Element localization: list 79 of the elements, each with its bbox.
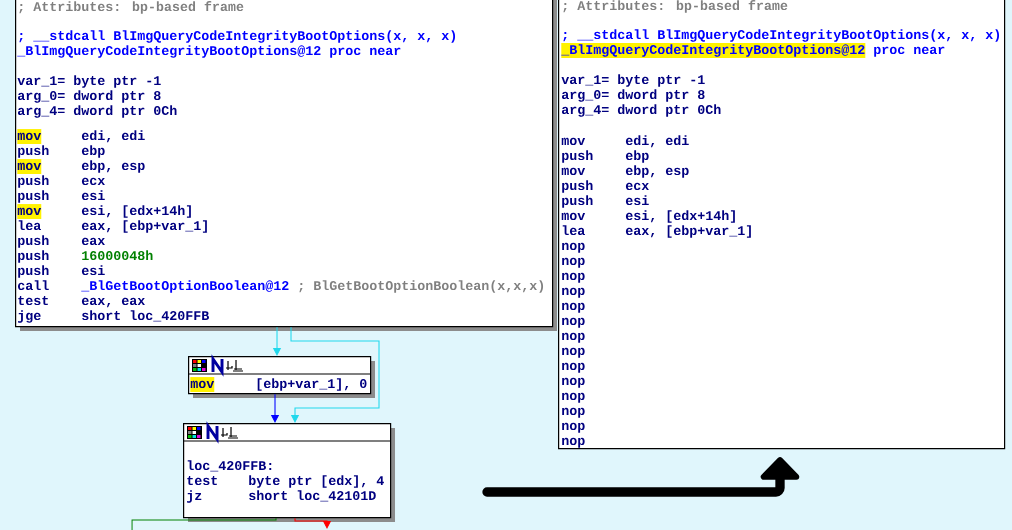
code-line: ; Attributes: bp-based frame — [563, 0, 788, 13]
code-line: ecx — [625, 182, 649, 191]
code-line: ; __stdcall BlImgQueryCodeIntegrityBootOptions(x, x, x) — [19, 30, 456, 43]
code-block — [15, 0, 557, 331]
code-line: nop — [562, 257, 585, 268]
code-line: ; BlGetBootOptionBoolean(x,x,x) — [299, 280, 544, 293]
code-line: push — [562, 195, 593, 208]
code-line: nop — [562, 272, 585, 283]
code-line: nop — [562, 377, 585, 388]
code-line: var_1= byte ptr -1 — [17, 75, 161, 88]
code-line: arg_4= dword ptr 0Ch — [17, 105, 177, 118]
code-line: ebp, esp — [625, 165, 689, 178]
code-line: mov — [561, 137, 586, 146]
code-line: nop — [562, 422, 585, 433]
code-line: ebp, esp — [81, 160, 145, 173]
code-line: eax, eax — [81, 297, 145, 308]
code-line: nop — [562, 362, 585, 373]
code-line: push — [18, 235, 49, 248]
code-line: nop — [562, 287, 585, 298]
code-line: mov — [561, 167, 586, 176]
code-line: lea — [562, 225, 585, 236]
code-line: push — [562, 150, 593, 163]
code-line: proc near — [874, 46, 945, 57]
arrow — [294, 517, 332, 529]
code-line: nop — [562, 347, 585, 358]
arrow — [290, 326, 380, 423]
code-line: ebp — [81, 145, 105, 158]
code-line: mov — [561, 212, 586, 221]
code-line: nop — [562, 437, 585, 448]
code-line: _BlGetBootOptionBoolean@12 — [81, 280, 289, 293]
code-line: byte ptr [edx], 4 — [249, 475, 384, 488]
code-block — [558, 0, 1006, 450]
code-line: nop — [562, 392, 585, 403]
code-line: jz — [187, 490, 202, 503]
arrow — [482, 457, 800, 497]
code-line: test — [187, 476, 217, 486]
code-line: [ebp+var_1], 0 — [257, 378, 367, 391]
code-line: nop — [562, 407, 585, 418]
code-line: esi — [81, 265, 105, 276]
code-line: test — [18, 296, 48, 306]
code-line: push — [18, 145, 49, 158]
code-line: proc near — [330, 47, 401, 58]
code-line: edi, edi — [625, 135, 689, 148]
code-block — [182, 421, 395, 522]
code-line: ; Attributes: bp-based frame — [19, 1, 244, 14]
code-block — [187, 354, 375, 398]
code-line: arg_0= dword ptr 8 — [561, 89, 705, 102]
code-line: edi, edi — [81, 130, 145, 143]
code-line: nop — [562, 302, 585, 313]
code-line: esi — [625, 195, 649, 206]
code-line: ; __stdcall BlImgQueryCodeIntegrityBootOptions(x, x, x) — [563, 29, 1000, 42]
code-line: var_1= byte ptr -1 — [561, 74, 705, 87]
code-line: ecx — [81, 177, 105, 186]
code-line: nop — [562, 317, 585, 328]
code-line: nop — [562, 332, 585, 343]
code-line: arg_4= dword ptr 0Ch — [561, 104, 721, 117]
code-line: esi, [edx+14h] — [81, 205, 191, 218]
code-line: push — [562, 180, 593, 193]
code-line: eax, [ebp+var_1] — [81, 220, 207, 233]
code-line: esi — [81, 190, 105, 201]
code-line: push — [18, 265, 49, 278]
code-line: esi, [edx+14h] — [625, 210, 735, 223]
code-line: call — [18, 280, 49, 291]
code-line: 16000048h — [82, 250, 153, 261]
code-line: ebp — [625, 150, 649, 163]
code-line: push — [18, 190, 49, 203]
code-line: eax, [ebp+var_1] — [625, 225, 751, 238]
code-line: loc_420FFB: — [187, 460, 272, 472]
code-line: arg_0= dword ptr 8 — [17, 90, 161, 103]
code-line: lea — [18, 220, 41, 231]
code-line: short loc_420FFB — [82, 310, 209, 322]
code-line: _BlImgQueryCodeIntegrityBootOptions@12 — [17, 45, 321, 58]
code-line: short loc_42101D — [249, 490, 376, 502]
code-line: eax — [81, 237, 105, 246]
code-line: push — [18, 175, 49, 188]
code-line: push — [18, 250, 49, 263]
connector-line — [131, 517, 277, 530]
code-line: nop — [562, 242, 585, 253]
code-line: jge — [18, 310, 41, 323]
